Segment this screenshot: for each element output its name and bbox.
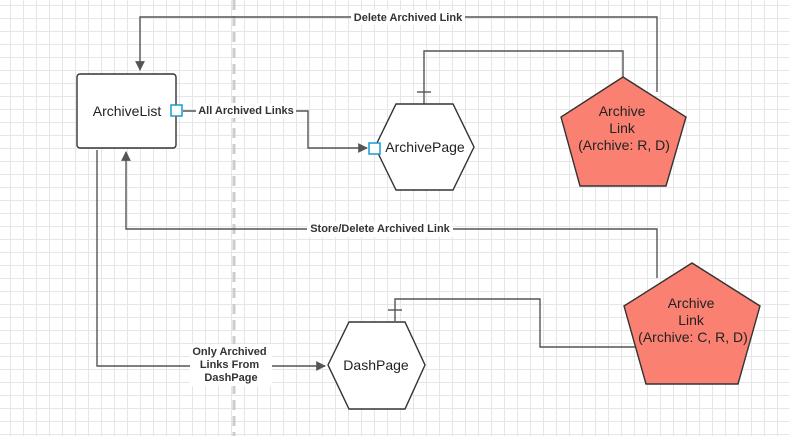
archive-link-crd-node[interactable]: Archive Link (Archive: C, R, D): [623, 262, 761, 385]
archive-page-label: ArchivePage: [385, 139, 465, 155]
archive-list-connection-port[interactable]: [170, 104, 183, 117]
edge-label-line: Links From: [200, 359, 260, 371]
archive-link-rd-line: Archive: [599, 103, 646, 119]
archive-link-rd-node[interactable]: Archive Link (Archive: R, D): [560, 76, 687, 187]
edge-label-all-archived-links: All Archived Links: [198, 105, 294, 117]
edge-label-delete-archived-link: Delete Archived Link: [354, 12, 463, 24]
edge-archive-link-crd-to-dash-page[interactable]: [394, 298, 635, 348]
edge-label-line: Only Archived: [192, 346, 266, 358]
edge-label-line: DashPage: [204, 372, 257, 384]
archive-link-rd-label: Archive Link (Archive: R, D): [578, 103, 670, 153]
archive-link-rd-line: Link: [609, 120, 636, 136]
archive-link-crd-line: (Archive: C, R, D): [638, 329, 748, 345]
archive-link-crd-line: Archive: [668, 295, 715, 311]
archive-link-crd-label: Archive Link (Archive: C, R, D): [638, 295, 748, 345]
edge-archive-link-rd-to-archive-page[interactable]: [423, 50, 624, 104]
archive-list-label: ArchiveList: [93, 103, 162, 119]
archive-page-connection-port[interactable]: [368, 142, 381, 155]
archive-link-rd-line: (Archive: R, D): [578, 137, 670, 153]
archive-list-node[interactable]: ArchiveList: [76, 73, 177, 149]
edge-label-store-delete-archived-link: Store/Delete Archived Link: [310, 223, 450, 235]
dash-page-node[interactable]: DashPage: [327, 321, 426, 410]
dash-page-label: DashPage: [343, 357, 409, 373]
archive-page-node[interactable]: ArchivePage: [374, 103, 475, 191]
edge-only-archived-links[interactable]: [96, 150, 326, 371]
edge-label-only-archived-links: Only Archived Links From DashPage: [192, 346, 269, 384]
archive-link-crd-line: Link: [678, 312, 705, 328]
edge-delete-archived-link[interactable]: [135, 16, 658, 92]
